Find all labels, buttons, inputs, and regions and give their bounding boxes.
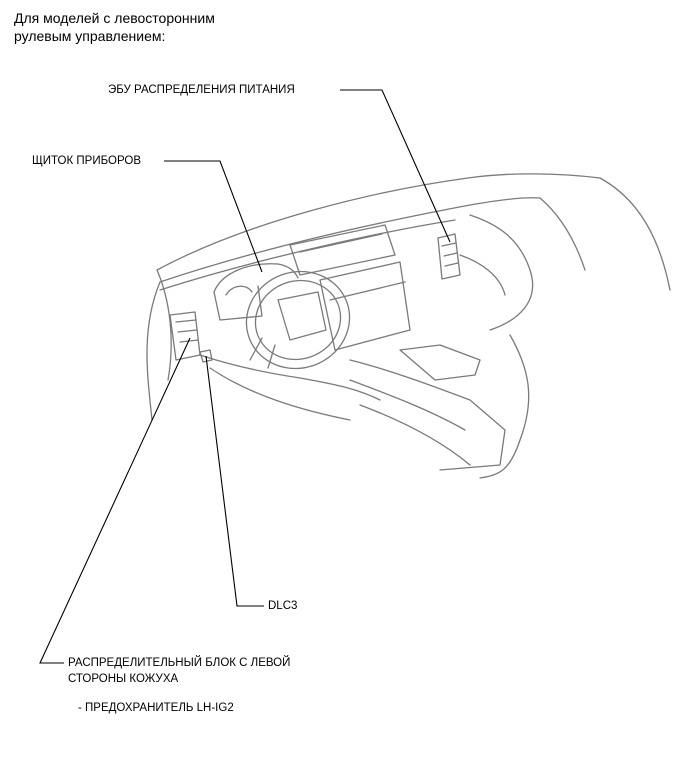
junction-block-detail: [175, 319, 199, 343]
heading-line-2: рулевым управлением:: [14, 28, 166, 44]
cluster-hood: [213, 263, 299, 293]
power-ecu-detail: [441, 242, 459, 267]
knee-panel: [209, 367, 351, 421]
left-door-line: [146, 281, 161, 421]
label-instrument-panel: ЩИТОК ПРИБОРОВ: [32, 155, 141, 167]
cluster-body: [213, 285, 263, 321]
label-dlc3: DLC3: [268, 600, 298, 612]
leader-dlc3: [205, 355, 264, 607]
center-console: [349, 359, 506, 471]
steering-wheel-outer: [245, 270, 351, 370]
dashboard-drawing: [146, 173, 671, 479]
right-door-curve: [599, 177, 671, 291]
power-ecu-box: [437, 233, 461, 280]
steering-hub: [277, 291, 327, 341]
diagram-heading: Для моделей с левосторонним рулевым упра…: [14, 9, 215, 45]
center-vent: [289, 224, 396, 276]
center-vent-inner: [299, 233, 383, 253]
center-stack-line: [329, 281, 406, 301]
junction-block-outline: [169, 311, 201, 361]
left-pillar: [156, 269, 172, 381]
dlc3-connector: [199, 349, 213, 363]
leader-lines: [39, 89, 451, 664]
cluster-gauges: [225, 285, 253, 296]
console-inner: [349, 379, 466, 431]
leader-instrument-panel: [164, 160, 263, 273]
leader-power-ecu: [340, 89, 451, 243]
windshield-edge: [156, 173, 601, 271]
right-pillar: [539, 197, 586, 271]
lower-dash-left: [199, 354, 381, 401]
right-dash: [469, 214, 534, 331]
steering-wheel-inner: [254, 279, 342, 361]
label-fuse: - ПРЕДОХРАНИТЕЛЬ LH-IG2: [78, 702, 234, 714]
label-junction-block-line-1: РАСПРЕДЕЛИТЕЛЬНЫЙ БЛОК С ЛЕВОЙ: [68, 657, 291, 669]
dash-top-edge: [159, 197, 541, 283]
dash-top-inner: [159, 219, 456, 291]
glovebox: [459, 254, 506, 296]
label-junction-block-line-2: СТОРОНЫ КОЖУХА: [68, 673, 179, 685]
steering-column: [249, 337, 276, 369]
lower-right-contour: [479, 334, 530, 479]
console-armrest: [399, 344, 481, 381]
console-lower: [359, 404, 471, 466]
heading-line-1: Для моделей с левосторонним: [14, 10, 215, 26]
label-power-ecu: ЭБУ РАСПРЕДЕЛЕНИЯ ПИТАНИЯ: [108, 84, 295, 96]
center-stack: [319, 261, 411, 351]
leader-junction-block: [39, 337, 191, 664]
